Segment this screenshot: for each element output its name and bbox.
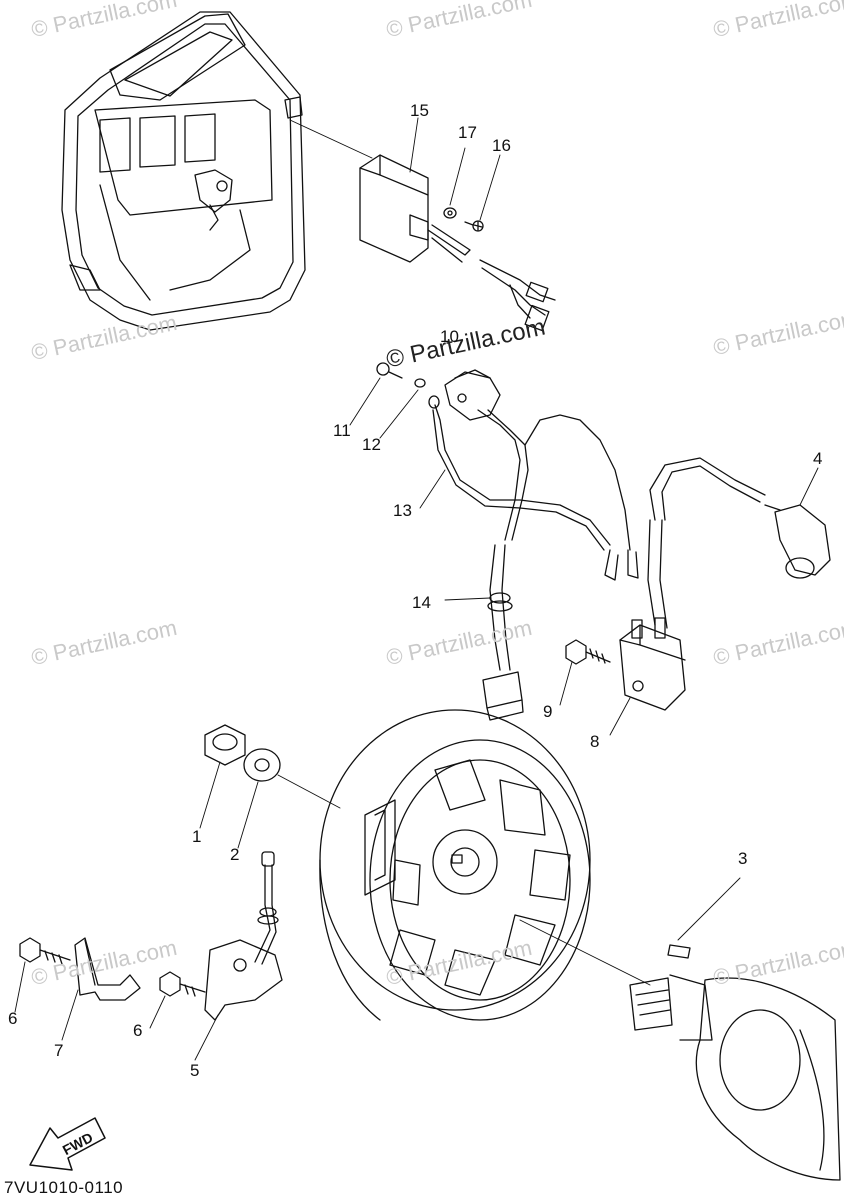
pickup-coil-5 (204, 851, 283, 1021)
callout-6-right: 6 (133, 1021, 143, 1040)
callout-7: 7 (54, 1041, 64, 1060)
bolt-6-right (159, 971, 206, 997)
callout-9: 9 (543, 702, 553, 721)
callout-2: 2 (230, 845, 240, 864)
callout-16: 16 (492, 136, 511, 155)
leader-rotor-to-crank (519, 919, 651, 986)
bolt-6-left (19, 937, 71, 965)
leader-cover-to-cdi (289, 119, 373, 159)
bolt-9 (565, 639, 611, 665)
nut-1 (204, 724, 246, 766)
callout-5: 5 (190, 1061, 200, 1080)
crankshaft (629, 974, 841, 1181)
washer-12 (414, 378, 426, 388)
callout-10: 10 (440, 327, 459, 346)
cdi-unit (359, 154, 556, 332)
wire-14-with-coupler (482, 544, 524, 721)
ignition-coil-8 (619, 457, 766, 711)
diagram-code: 7VU1010-0110 (4, 1178, 124, 1197)
callout-1: 1 (192, 827, 202, 846)
callout-8: 8 (590, 732, 600, 751)
callout-17: 17 (458, 123, 477, 142)
fwd-arrow: FWD (29, 1117, 106, 1171)
callout-11: 11 (333, 421, 351, 440)
housing-cover (61, 11, 306, 331)
washer-2 (243, 748, 281, 782)
callout-6-left: 6 (8, 1009, 18, 1028)
bracket-7 (74, 937, 141, 1001)
rotor-flywheel (319, 709, 591, 1021)
washer-17 (443, 207, 457, 219)
callout-3: 3 (738, 849, 748, 868)
callout-15: 15 (410, 101, 429, 120)
callout-4: 4 (813, 449, 823, 468)
callout-12: 12 (362, 435, 381, 454)
wire-harness-13 (428, 369, 639, 581)
leader-lines (14, 117, 819, 1061)
callout-14: 14 (412, 593, 431, 612)
callout-13: 13 (393, 501, 412, 520)
screw-16 (464, 220, 484, 232)
screw-11 (376, 362, 403, 379)
woodruff-key-3 (667, 944, 691, 959)
spark-plug-cap-4 (764, 504, 831, 579)
